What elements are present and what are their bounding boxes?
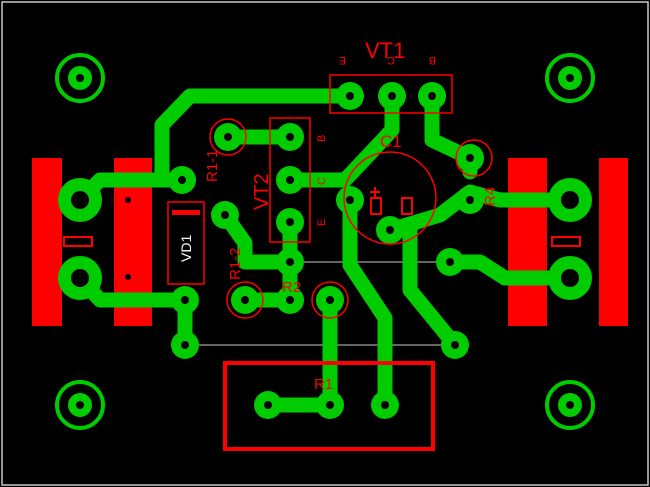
label-vt2-pin-e: E [316, 219, 328, 226]
r2-ring-a [226, 281, 264, 319]
label-r4: R4 [482, 187, 499, 206]
label-r1: R1 [314, 376, 333, 393]
label-vt1: VT1 [365, 38, 405, 63]
mounting-hole-bottom-right [545, 380, 595, 430]
mounting-hole-top-left [55, 53, 105, 103]
vt1-outline [329, 74, 453, 114]
mounting-hole-bottom-left [55, 380, 105, 430]
label-r1-1: R1-1 [204, 149, 221, 182]
r2-ring-c [311, 281, 349, 319]
vd1-outline [167, 201, 205, 285]
label-vt2-pin-b: B [316, 135, 328, 142]
r4-ring [455, 139, 493, 177]
label-r1-2: R1-2 [227, 247, 244, 280]
label-c1: C1 [380, 132, 402, 151]
c1-polarity-mark [370, 187, 413, 215]
label-r2: R2 [282, 279, 301, 296]
r1-outline [223, 361, 435, 451]
label-vt1-pin-e: E [339, 54, 346, 66]
label-vd1: VD1 [178, 235, 194, 262]
label-vt1-pin-b: B [429, 54, 436, 66]
silkscreen-labels: VT1 E C B VT2 B C E C1 R1-1 R1-2 R2 R1 R… [178, 38, 499, 393]
silkscreen-outlines [167, 74, 493, 451]
label-vt2: VT2 [251, 173, 273, 210]
drill-holes [71, 92, 579, 409]
r1-1-ring [209, 118, 247, 156]
vd1-cathode-mark [172, 210, 200, 215]
label-vt1-pin-c: C [387, 54, 395, 66]
c1-outline [343, 151, 437, 245]
vt2-outline [269, 117, 311, 243]
mounting-hole-top-right [545, 53, 595, 103]
label-vt2-pin-c: C [316, 177, 328, 185]
